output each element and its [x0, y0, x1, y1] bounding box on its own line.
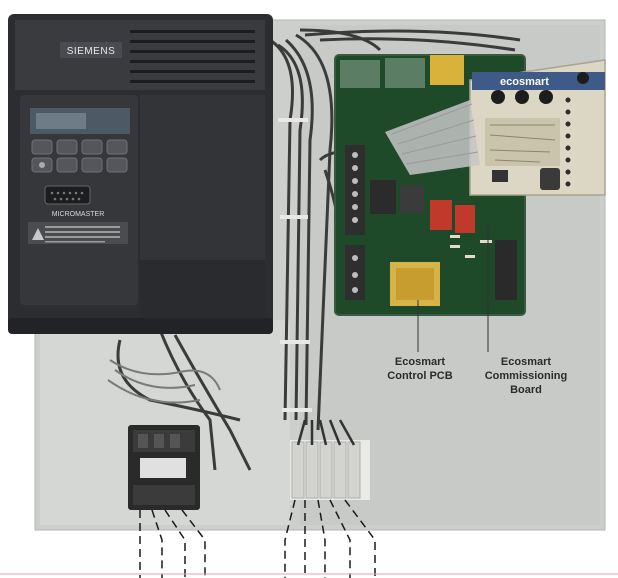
terminal-block [290, 419, 370, 500]
siemens-inverter: SIEMENS MICROMASTER [8, 14, 273, 334]
control-pcb-callout-line-1: Ecosmart [394, 356, 446, 368]
contactor [128, 425, 200, 510]
commissioning-board-callout-line-3: Board [510, 384, 542, 396]
cable-bundle [116, 28, 521, 471]
board-brand-label: ecosmart [500, 76, 549, 88]
commissioning-board-callout-line-2: Commissioning [484, 370, 568, 382]
inverter-brand-label: SIEMENS [67, 46, 116, 57]
commissioning-board-callout: Ecosmart Commissioning Board [482, 355, 570, 397]
ecosmart-commissioning-board: ecosmart [385, 59, 606, 196]
control-pcb-callout-line-2: Control PCB [387, 370, 453, 382]
commissioning-board-callout-line-1: Ecosmart [500, 356, 552, 368]
dashed-wiring [139, 499, 376, 578]
control-pcb-callout: Ecosmart Control PCB [380, 355, 460, 383]
inverter-model-label: MICROMASTER [52, 211, 105, 218]
